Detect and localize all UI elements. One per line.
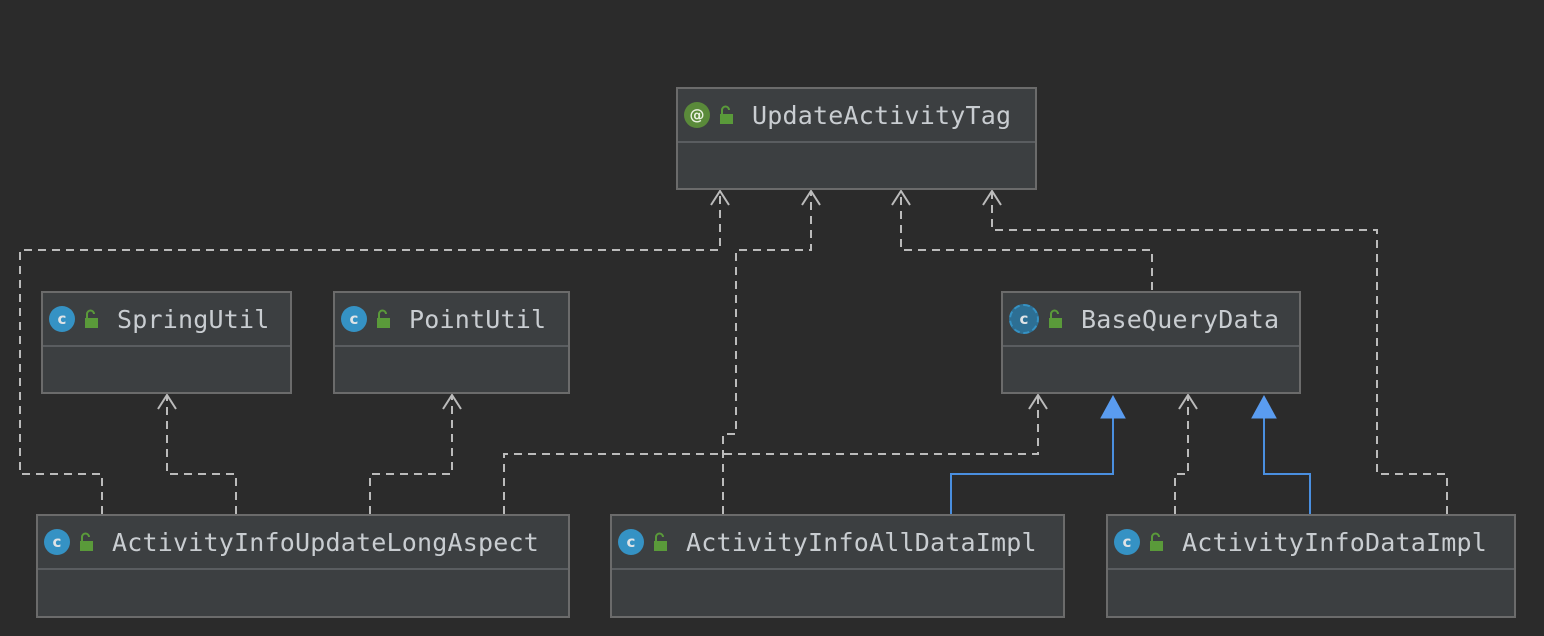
arrowhead	[891, 189, 911, 206]
node-members	[1003, 347, 1299, 392]
node-members	[43, 347, 290, 392]
class-icon: c	[618, 529, 644, 555]
inheritance-triangle	[1251, 394, 1277, 419]
arrowhead	[157, 393, 177, 410]
node-header: c ActivityInfoDataImpl	[1108, 516, 1514, 570]
node-header: c ActivityInfoUpdateLongAspect	[38, 516, 568, 570]
abstract-class-icon: c	[1009, 304, 1039, 334]
unlocked-icon	[654, 532, 667, 551]
node-name: ActivityInfoDataImpl	[1182, 527, 1488, 557]
arrowhead	[1028, 393, 1048, 410]
node-spring-util[interactable]: c SpringUtil	[41, 291, 292, 394]
arrowhead	[982, 189, 1002, 206]
node-members	[335, 347, 568, 392]
edge-aspect-to-springutil	[166, 396, 237, 514]
node-name: PointUtil	[409, 304, 547, 334]
node-activity-info-update-long-aspect[interactable]: c ActivityInfoUpdateLongAspect	[36, 514, 570, 618]
annotation-icon: @	[684, 102, 710, 128]
inheritance-triangle	[1100, 394, 1126, 419]
class-icon: c	[1114, 529, 1140, 555]
node-activity-info-all-data-impl[interactable]: c ActivityInfoAllDataImpl	[610, 514, 1065, 618]
node-name: UpdateActivityTag	[752, 100, 1012, 130]
arrowhead	[710, 189, 730, 206]
edge-alldataimpl-to-updateactivitytag	[722, 192, 812, 514]
node-name: ActivityInfoAllDataImpl	[686, 527, 1037, 557]
node-update-activity-tag[interactable]: @ UpdateActivityTag	[676, 87, 1037, 190]
node-name: ActivityInfoUpdateLongAspect	[112, 527, 540, 557]
node-point-util[interactable]: c PointUtil	[333, 291, 570, 394]
class-icon: c	[49, 306, 75, 332]
node-members	[1108, 570, 1514, 616]
unlocked-icon	[80, 532, 93, 551]
node-header: @ UpdateActivityTag	[678, 89, 1035, 143]
node-name: SpringUtil	[117, 304, 270, 334]
edge-aspect-to-basequerydata	[503, 396, 1039, 514]
node-header: c BaseQueryData	[1003, 293, 1299, 347]
node-header: c ActivityInfoAllDataImpl	[612, 516, 1063, 570]
edge-basequerydata-to-updateactivitytag	[900, 192, 1153, 290]
unlocked-icon	[1049, 309, 1062, 328]
edge-aspect-to-pointutil	[369, 396, 453, 514]
arrowhead	[801, 189, 821, 206]
arrowhead	[1178, 393, 1198, 410]
unlocked-icon	[85, 309, 98, 328]
node-members	[678, 143, 1035, 188]
class-icon: c	[44, 529, 70, 555]
edge-alldataimpl-extends-basequerydata	[950, 418, 1114, 514]
edge-dataimpl-to-basequerydata	[1174, 396, 1189, 514]
unlocked-icon	[1150, 532, 1163, 551]
unlocked-icon	[720, 105, 733, 124]
node-header: c PointUtil	[335, 293, 568, 347]
unlocked-icon	[377, 309, 390, 328]
node-name: BaseQueryData	[1081, 304, 1280, 334]
node-base-query-data[interactable]: c BaseQueryData	[1001, 291, 1301, 394]
node-header: c SpringUtil	[43, 293, 290, 347]
class-icon: c	[341, 306, 367, 332]
node-members	[38, 570, 568, 616]
node-members	[612, 570, 1063, 616]
node-activity-info-data-impl[interactable]: c ActivityInfoDataImpl	[1106, 514, 1516, 618]
edge-dataimpl-extends-basequerydata	[1263, 418, 1311, 514]
arrowhead	[442, 393, 462, 410]
